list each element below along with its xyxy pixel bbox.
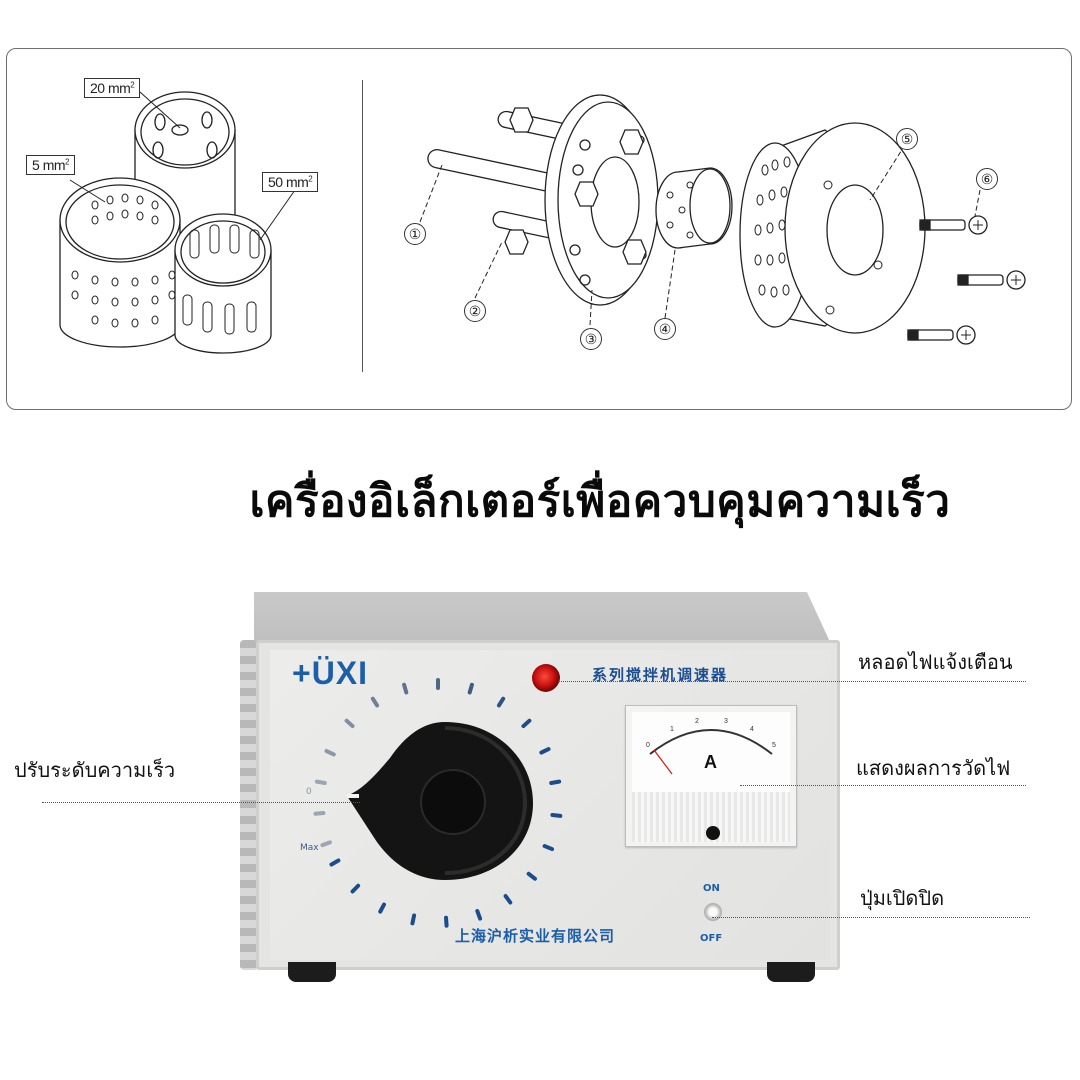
switch-off-label: OFF bbox=[700, 933, 723, 944]
dial-tick bbox=[313, 810, 326, 816]
callout-speed-adjust: ปรับระดับความเร็ว bbox=[14, 758, 176, 782]
device-top-cover bbox=[254, 592, 830, 642]
paddle-cylinders-illustration bbox=[59, 91, 296, 354]
zero-adjust-screw[interactable] bbox=[706, 826, 720, 840]
speed-adjust-knob[interactable] bbox=[345, 718, 545, 883]
dial-tick bbox=[377, 901, 387, 915]
device-foot-right bbox=[767, 962, 815, 982]
part-number-1: ① bbox=[404, 223, 426, 245]
indicator-lamp bbox=[532, 664, 560, 692]
dial-tick bbox=[548, 779, 562, 786]
ammeter-display: 0 1 2 3 4 5 A bbox=[625, 705, 797, 847]
speed-dial-scale bbox=[312, 678, 563, 928]
callout-line-power-switch bbox=[712, 917, 1030, 918]
switch-on-label: ON bbox=[703, 883, 720, 894]
callout-indicator-lamp: หลอดไฟแจ้งเตือน bbox=[858, 650, 1013, 674]
part-number-5: ⑤ bbox=[896, 128, 918, 150]
part-number-6: ⑥ bbox=[976, 168, 998, 190]
dial-min-label: 0 bbox=[306, 787, 312, 797]
dial-tick bbox=[467, 682, 475, 695]
ammeter-needle bbox=[653, 749, 673, 775]
callout-line-speed-adjust bbox=[42, 802, 360, 803]
brand-logo: +ÜXI bbox=[292, 655, 369, 691]
dial-tick bbox=[319, 839, 333, 848]
dial-tick bbox=[443, 915, 449, 928]
power-toggle-switch[interactable] bbox=[704, 903, 722, 921]
ammeter-unit: A bbox=[704, 752, 717, 772]
dial-tick bbox=[314, 779, 328, 786]
dial-tick bbox=[370, 695, 380, 709]
callout-power-switch: ปุ่มเปิดปิด bbox=[860, 886, 945, 910]
dial-tick bbox=[474, 908, 483, 922]
dial-tick bbox=[328, 857, 342, 868]
paddle-label-20mm2: 20 mm2 bbox=[84, 78, 141, 98]
dial-tick bbox=[410, 913, 417, 926]
page-title: เครื่องอิเล็กเตอร์เพื่อควบคุมความเร็ว bbox=[249, 476, 951, 527]
paddle-label-50mm2: 50 mm2 bbox=[262, 172, 319, 192]
dial-tick bbox=[349, 882, 361, 895]
callout-line-ammeter-display bbox=[740, 785, 1026, 786]
ammeter-scale-arc bbox=[649, 729, 773, 775]
callout-line-indicator-lamp bbox=[558, 681, 1026, 682]
company-label: 上海沪析实业有限公司 bbox=[455, 927, 616, 945]
panel-divider bbox=[362, 80, 363, 372]
exploded-assembly-illustration bbox=[419, 94, 1026, 345]
dial-tick bbox=[502, 893, 514, 906]
dial-tick bbox=[323, 748, 337, 758]
part-number-2: ② bbox=[464, 300, 486, 322]
dial-max-label: Max bbox=[300, 843, 319, 853]
part-number-4: ④ bbox=[654, 318, 676, 340]
paddle-label-5mm2: 5 mm2 bbox=[26, 155, 75, 175]
dial-tick bbox=[550, 812, 563, 819]
dial-tick bbox=[496, 695, 506, 709]
part-number-3: ③ bbox=[580, 328, 602, 350]
device-side-panel bbox=[240, 640, 258, 970]
device-foot-left bbox=[288, 962, 336, 982]
ammeter-face: 0 1 2 3 4 5 A bbox=[632, 712, 790, 797]
knob-pointer-icon bbox=[347, 794, 359, 798]
series-label: 系列搅拌机调速器 bbox=[592, 666, 729, 684]
callout-ammeter-display: แสดงผลการวัดไฟ bbox=[856, 756, 1011, 780]
dial-tick bbox=[436, 678, 440, 690]
dial-tick bbox=[401, 682, 409, 695]
